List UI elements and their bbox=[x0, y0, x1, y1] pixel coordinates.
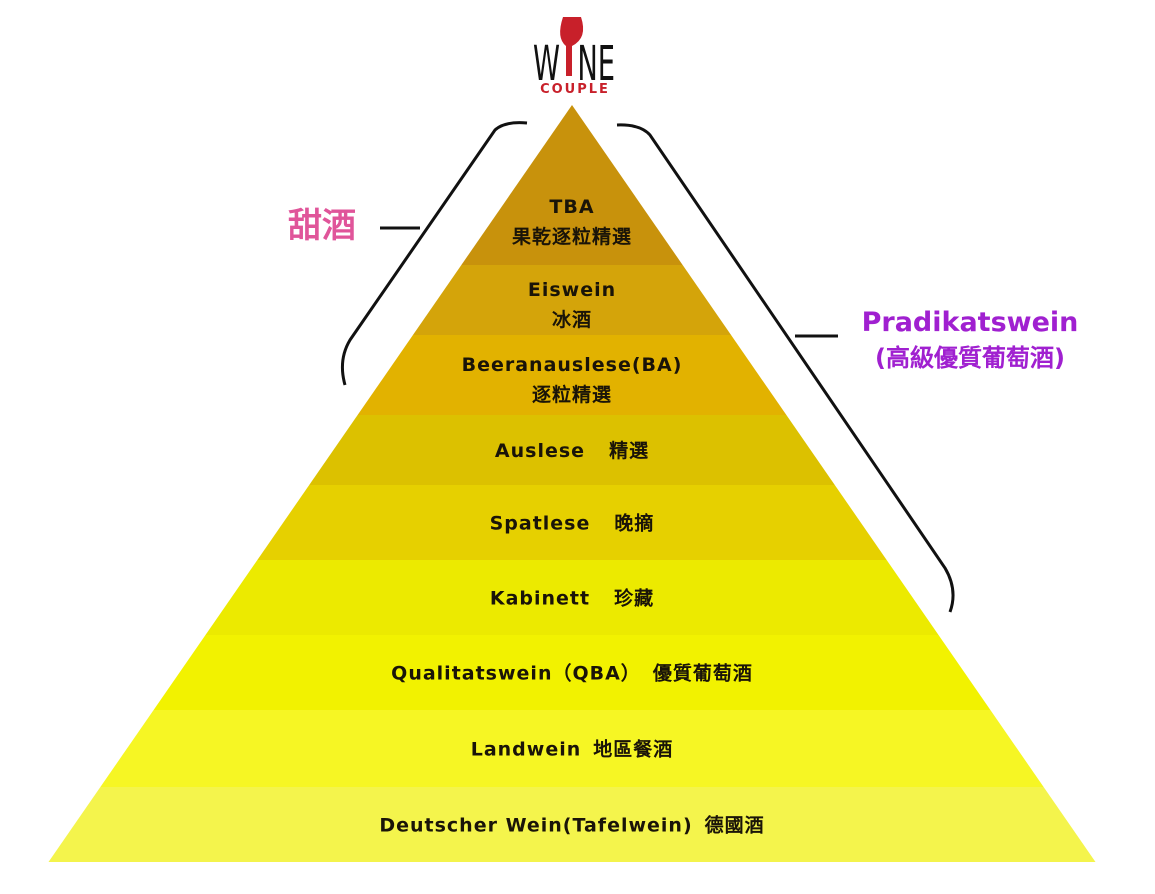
level-label: Spatlese 晚摘 bbox=[490, 512, 655, 535]
level-zh-name: 逐粒精選 bbox=[532, 383, 612, 406]
level-zh-name: 晚摘 bbox=[614, 512, 654, 535]
level-name: Beeranauslese(BA) bbox=[462, 354, 683, 376]
level-name: Spatlese bbox=[490, 513, 591, 535]
level-label: Deutscher Wein(Tafelwein) 德國酒 bbox=[379, 814, 764, 837]
pyramid-band-7 bbox=[153, 635, 991, 710]
level-label: Kabinett 珍藏 bbox=[490, 587, 654, 610]
level-name: Landwein bbox=[471, 739, 582, 761]
level-zh-name: 地區餐酒 bbox=[593, 738, 673, 761]
wine-couple-logo: W NE COUPLE bbox=[533, 17, 615, 97]
level-zh-name: 果乾逐粒精選 bbox=[511, 225, 632, 248]
pyramid-band-8 bbox=[100, 710, 1044, 787]
level-label: Landwein 地區餐酒 bbox=[471, 738, 674, 761]
level-name: Deutscher Wein(Tafelwein) bbox=[379, 815, 692, 837]
pradikatswein-zh-label: (高級優質葡萄酒) bbox=[875, 344, 1065, 372]
level-name: Eiswein bbox=[528, 279, 616, 301]
sweet-bracket bbox=[340, 121, 528, 386]
sweet-wine-label: 甜酒 bbox=[288, 206, 356, 246]
logo-wine-text: W NE bbox=[533, 36, 615, 92]
wine-glass-icon bbox=[560, 17, 584, 76]
level-zh-name: 優質葡萄酒 bbox=[652, 662, 753, 685]
pyramid-band-3 bbox=[357, 335, 787, 415]
logo-couple-text: COUPLE bbox=[540, 82, 610, 97]
pyramid-band-6 bbox=[205, 560, 939, 635]
level-zh-name: 冰酒 bbox=[552, 308, 592, 331]
pyramid-band-4 bbox=[309, 415, 835, 485]
level-label: Auslese 精選 bbox=[495, 439, 649, 462]
pyramid-band-5 bbox=[257, 485, 887, 560]
level-zh-name: 珍藏 bbox=[614, 587, 654, 610]
level-zh-name: 德國酒 bbox=[705, 814, 765, 837]
level-name: Kabinett bbox=[490, 588, 590, 610]
pyramid-band-9 bbox=[48, 787, 1096, 862]
level-zh-name: 精選 bbox=[609, 439, 649, 462]
pradikat-bracket bbox=[616, 123, 955, 613]
level-label: Qualitatswein（QBA） 優質葡萄酒 bbox=[391, 662, 753, 685]
level-name: TBA bbox=[549, 196, 594, 218]
pyramid-band-2 bbox=[412, 265, 732, 335]
level-name: Qualitatswein（QBA） bbox=[391, 662, 641, 685]
level-name: Auslese bbox=[495, 440, 585, 462]
pyramid-band-1 bbox=[461, 105, 683, 265]
pradikatswein-label: Pradikatswein bbox=[862, 307, 1079, 338]
